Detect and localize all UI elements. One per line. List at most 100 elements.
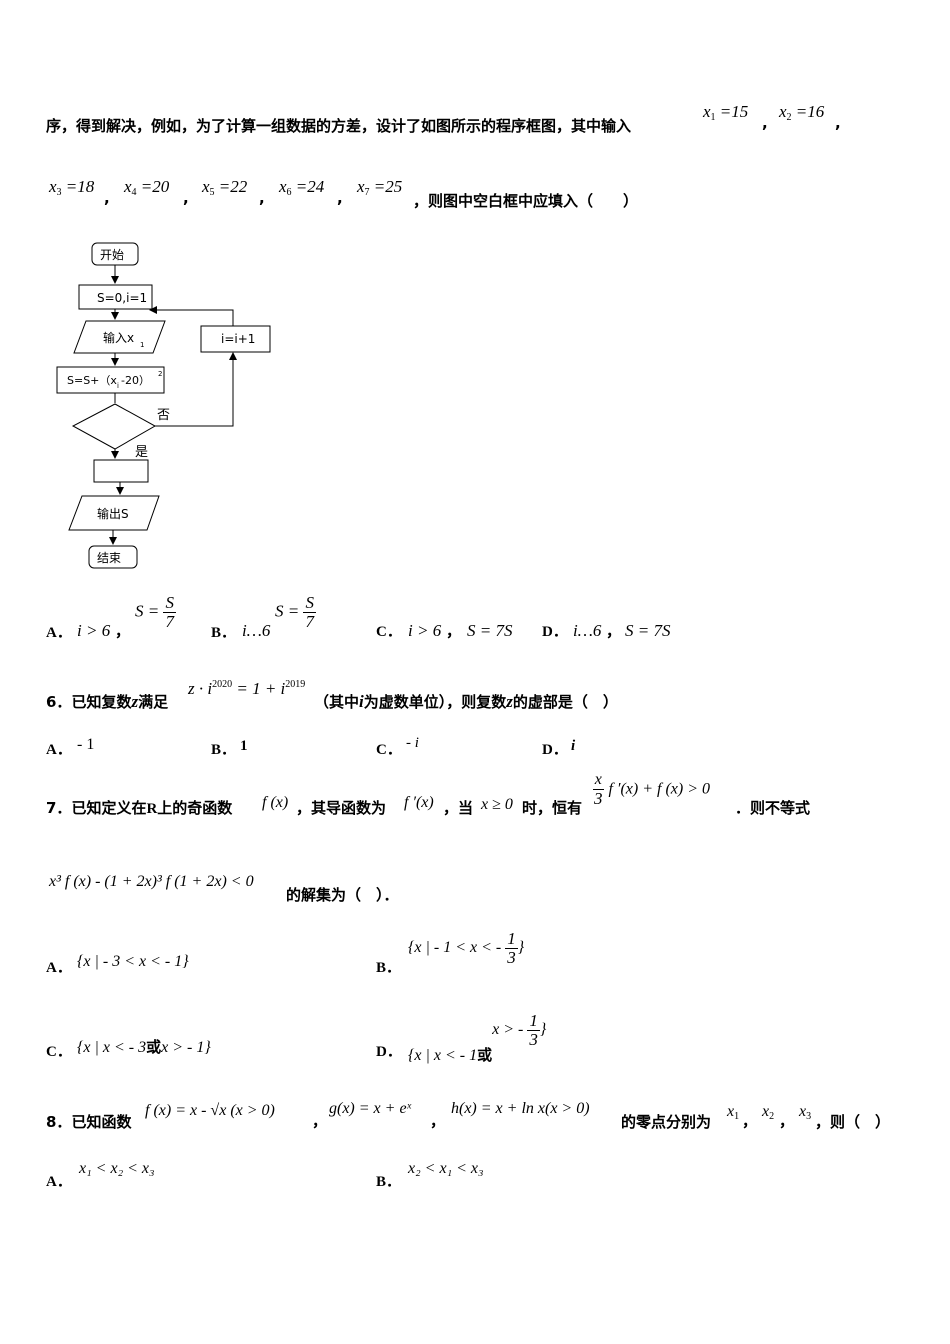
q5-line1: 序，得到解决，例如，为了计算一组数据的方差，设计了如图所示的程序框图，其中输入 (46, 115, 631, 136)
q5-x6: x6 =24 (279, 177, 325, 198)
comma: ， (606, 622, 622, 640)
flow-yes-label: 是 (135, 445, 148, 460)
comma: ， (779, 1112, 795, 1130)
q7-stem: 7．已知定义在R上的奇函数 (46, 799, 233, 817)
q5-option-b-label: B． (211, 625, 237, 641)
flow-blank-box (93, 459, 149, 483)
flow-input-sub: 1 (140, 341, 144, 349)
q6-option-b-label: B． (211, 742, 237, 758)
q5-option-c-cond: i > 6 (408, 621, 442, 640)
q7-option-a-value: {x | - 3 < x < - 1} (77, 953, 189, 970)
q8-g: g(x) = x + eˣ (329, 1100, 412, 1117)
flow-output-label: 输出S (97, 506, 129, 521)
q5-x2: x2 =16 (779, 102, 825, 123)
q7-option-c-label: C． (46, 1044, 72, 1060)
q7-option-a-label: A． (46, 960, 72, 976)
comma: ， (446, 622, 462, 640)
comma: , (259, 189, 265, 207)
q6-option-a-value: - 1 (77, 736, 95, 753)
q5-x7: x7 =25 (357, 177, 403, 198)
q5-line2-tail: ，则图中空白框中应填入（ ） (413, 192, 639, 210)
flow-update-sup: 2 (158, 370, 162, 378)
flow-no-label: 否 (157, 408, 170, 423)
flow-start-label: 开始 (100, 248, 124, 262)
q6-option-b-value: 1 (240, 738, 248, 754)
q8-x1: x1 (727, 1103, 740, 1122)
q5-option-d-cond: i…6 (573, 621, 602, 640)
comma: ， (430, 1112, 446, 1130)
comma: ， (742, 1112, 758, 1130)
q8-stem: 8．已知函数 (46, 1113, 132, 1131)
q7-option-b-label: B． (376, 960, 402, 976)
flow-input-label: 输入x (103, 330, 134, 345)
q8-text2: 的零点分别为 (621, 1113, 712, 1131)
q5-option-c-expr: S = 7S (467, 621, 513, 640)
q5-x1: x1 =15 (703, 102, 749, 123)
q6-option-c-value: - i (406, 735, 419, 751)
q7-cond: x ≥ 0 (481, 796, 513, 813)
flow-update-label: S=S+（x (67, 374, 117, 387)
flow-increment-label: i=i+1 (221, 332, 255, 346)
q8-x3: x3 (799, 1103, 812, 1122)
q7-text7: 的解集为（ ）． (286, 886, 399, 904)
flow-output-shape (68, 495, 160, 531)
flow-decision-shape (71, 403, 157, 450)
comma: , (183, 189, 189, 207)
comma: ， (312, 1112, 328, 1130)
flow-update-sub: i (117, 382, 119, 390)
q5-x5: x5 =22 (202, 177, 248, 198)
q5-x4: x4 =20 (124, 177, 170, 198)
q8-option-a-value: x₁ < x₂ < x₃ (79, 1160, 155, 1177)
flow-update-tail: -20） (121, 374, 150, 387)
q7-option-d-label: D． (376, 1044, 402, 1060)
flow-increment-shape (200, 325, 271, 353)
q8-x2: x2 (762, 1103, 775, 1122)
q8-h: h(x) = x + ln x(x > 0) (451, 1100, 590, 1117)
q5-option-b-cond: i…6 (242, 621, 271, 640)
q6-number: 6． (46, 693, 72, 711)
q7-number: 7． (46, 799, 72, 817)
comma: , (104, 189, 110, 207)
q5-option-d-expr: S = 7S (625, 621, 671, 640)
q6-stem-tail: （其中i为虚数单位），则复数z的虚部是（ ） (314, 692, 618, 711)
q7-text5: 时，恒有 (522, 799, 583, 817)
comma: ， (115, 622, 131, 640)
q5-x3: x3 =18 (49, 177, 95, 198)
q8-f: f (x) = x - √x (x > 0) (145, 1102, 275, 1119)
flow-init-label: S=0,i=1 (97, 291, 147, 305)
q7-fx: f (x) (262, 794, 289, 811)
flow-end-shape (88, 545, 138, 569)
q5-line1-text: 序，得到解决，例如，为了计算一组数据的方差，设计了如图所示的程序框图，其中输入 (46, 117, 632, 135)
q8-option-b-label: B． (376, 1174, 402, 1190)
q8-number: 8． (46, 1113, 72, 1131)
q6-option-d-value: i (571, 738, 576, 754)
q6-option-d-label: D． (542, 742, 568, 758)
q5-flowchart: 开始 S=0,i=1 输入x 1 S=S+（x i -20） 2 i=i+1 否… (56, 242, 271, 569)
q5-option-c-label: C． (376, 624, 402, 640)
q8-option-b-value: x₂ < x₁ < x₃ (408, 1160, 484, 1177)
comma: , (337, 189, 343, 207)
comma: , (835, 114, 841, 132)
q5-option-d-label: D． (542, 624, 568, 640)
q8-text3: ，则（ ） (815, 1113, 891, 1131)
q7-option-c-value: {x | x < - 3或x > - 1} (77, 1038, 211, 1056)
q6-option-c-label: C． (376, 742, 402, 758)
q7-text3: ，其导函数为 (296, 799, 387, 817)
q6-option-a-label: A． (46, 742, 72, 758)
q7-inequality: x³ f (x) - (1 + 2x)³ f (1 + 2x) < 0 (49, 873, 254, 890)
q5-option-a-cond: i > 6 (77, 621, 111, 640)
q8-option-a-label: A． (46, 1174, 72, 1190)
flow-input-shape (73, 320, 166, 354)
q7-fpx: f ′(x) (404, 794, 434, 811)
comma: , (762, 114, 768, 132)
q5-option-a-label: A． (46, 625, 72, 641)
q6-stem: 6．已知复数z满足 (46, 692, 169, 711)
flow-update-shape (56, 366, 165, 394)
flow-end-label: 结束 (97, 551, 121, 565)
q7-text4: ，当 (443, 799, 474, 817)
